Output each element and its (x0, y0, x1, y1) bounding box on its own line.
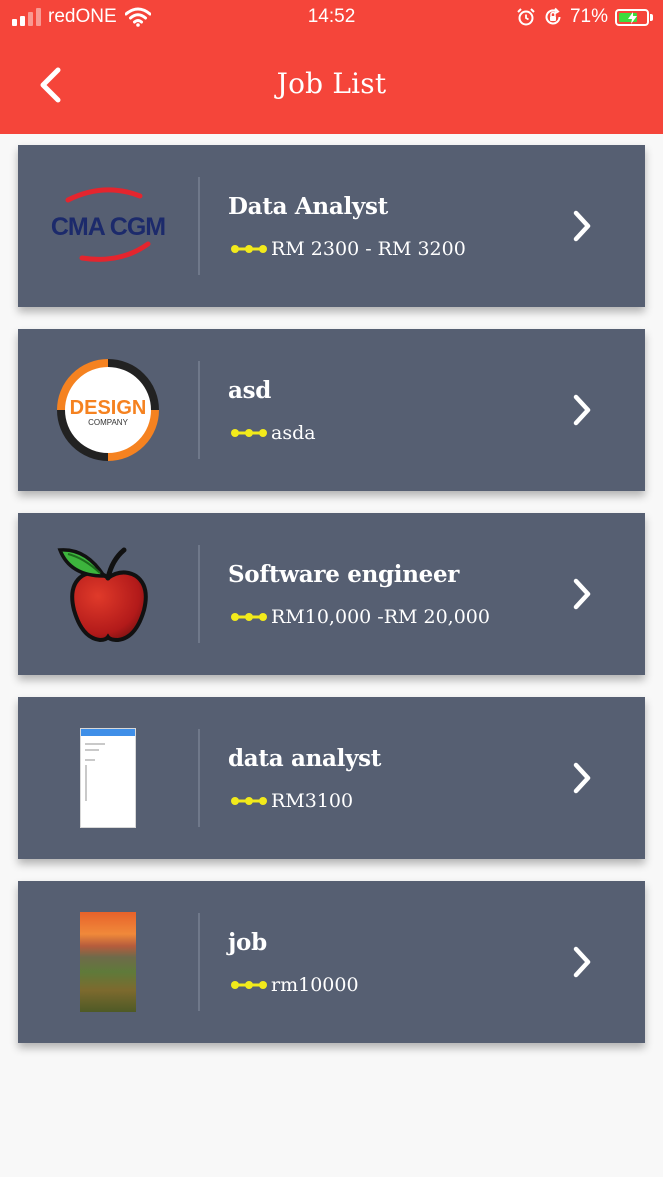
job-card[interactable]: DESIGN COMPANY asd asda (18, 329, 645, 491)
chevron-right-icon[interactable] (567, 943, 597, 981)
salary-row: asda (230, 422, 316, 444)
salary-dots-icon (231, 981, 267, 989)
divider (198, 545, 200, 643)
screenshot-thumbnail (80, 728, 136, 828)
page-title: Job List (276, 67, 387, 100)
salary-text: RM10,000 -RM 20,000 (271, 606, 490, 628)
salary-text: RM 2300 - RM 3200 (271, 238, 466, 260)
salary-row: rm10000 (230, 974, 359, 996)
battery-charging-icon (615, 8, 653, 26)
job-card[interactable]: Software engineer RM10,000 -RM 20,000 (18, 513, 645, 675)
company-logo (18, 881, 198, 1043)
signal-icon (12, 8, 41, 26)
carrier-name: redONE (48, 6, 117, 27)
clock: 14:52 (307, 6, 356, 27)
salary-row: RM 2300 - RM 3200 (230, 238, 466, 260)
company-logo: DESIGN COMPANY (18, 329, 198, 491)
alarm-icon (517, 8, 535, 26)
divider (198, 913, 200, 1011)
salary-dots-icon (231, 245, 267, 253)
chevron-right-icon[interactable] (567, 391, 597, 429)
status-bar: redONE 14:52 71% (0, 0, 663, 36)
design-company-logo: DESIGN COMPANY (57, 359, 159, 461)
salary-text: RM3100 (271, 790, 354, 812)
salary-dots-icon (231, 613, 267, 621)
company-logo (18, 513, 198, 675)
salary-row: RM10,000 -RM 20,000 (230, 606, 490, 628)
svg-text:COMPANY: COMPANY (88, 418, 129, 427)
app-bar: Job List (0, 36, 663, 134)
company-logo (18, 697, 198, 859)
chevron-right-icon[interactable] (567, 759, 597, 797)
job-title: job (228, 929, 267, 956)
salary-text: rm10000 (271, 974, 359, 996)
job-title: data analyst (228, 745, 382, 772)
divider (198, 361, 200, 459)
salary-text: asda (271, 422, 316, 444)
chevron-right-icon[interactable] (567, 575, 597, 613)
salary-dots-icon (231, 797, 267, 805)
job-title: Software engineer (228, 561, 460, 588)
salary-row: RM3100 (230, 790, 353, 812)
job-title: asd (228, 377, 272, 404)
wifi-icon (124, 7, 151, 27)
rotation-lock-icon (545, 7, 561, 25)
chevron-left-icon (40, 67, 61, 103)
job-title: Data Analyst (228, 193, 388, 220)
svg-text:CMA CGM: CMA CGM (51, 213, 165, 241)
landscape-photo-thumbnail (80, 912, 136, 1012)
job-list: CMA CGM Data Analyst RM 2300 - RM 3200 (18, 145, 645, 1065)
battery-percent: 71% (569, 6, 608, 27)
divider (198, 177, 200, 275)
job-card[interactable]: data analyst RM3100 (18, 697, 645, 859)
salary-dots-icon (231, 429, 267, 437)
cma-cgm-logo: CMA CGM (51, 187, 166, 262)
svg-text:DESIGN: DESIGN (70, 397, 147, 419)
job-card[interactable]: job rm10000 (18, 881, 645, 1043)
back-button[interactable] (28, 60, 74, 110)
chevron-right-icon[interactable] (567, 207, 597, 245)
apple-logo (57, 547, 148, 643)
company-logo: CMA CGM (18, 145, 198, 307)
job-card[interactable]: CMA CGM Data Analyst RM 2300 - RM 3200 (18, 145, 645, 307)
divider (198, 729, 200, 827)
